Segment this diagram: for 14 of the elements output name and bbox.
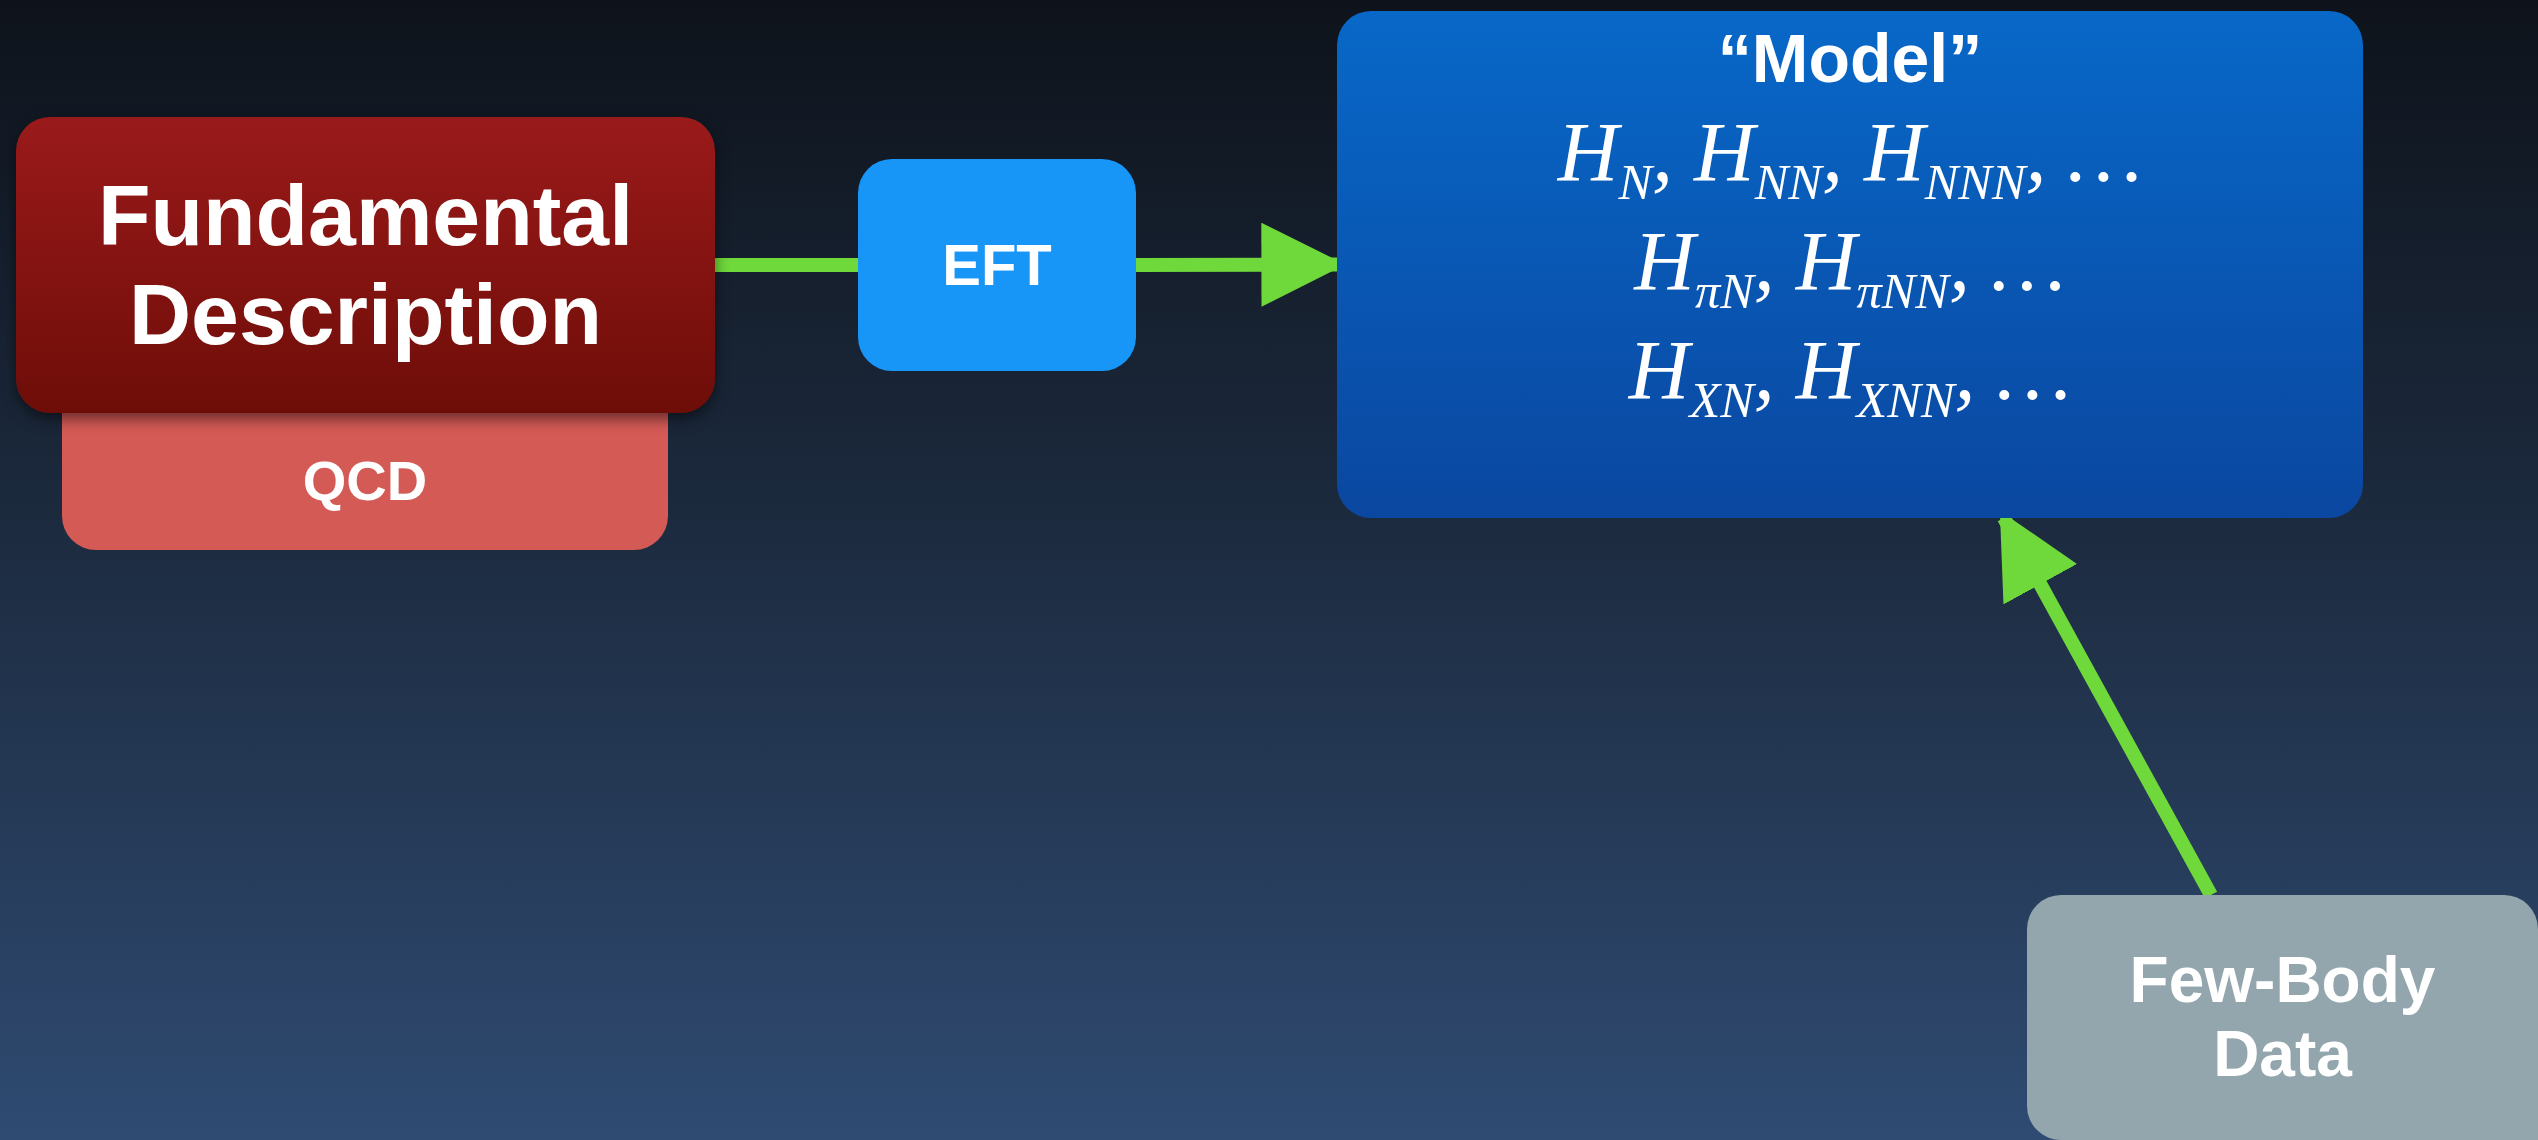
node-label: Fundamental Description: [96, 166, 635, 364]
node-label: QCD: [302, 449, 428, 514]
formula: H$_{N}$, H$_{NN}$, H$_{NNN}$, …: [1557, 105, 2143, 212]
node-label: “Model”: [1717, 19, 1983, 98]
description-box: [16, 117, 715, 413]
process-box: [858, 159, 1136, 371]
label-tab: [62, 413, 668, 550]
model-box: [1337, 11, 2363, 518]
node-label: Few-Body Data: [2128, 943, 2437, 1092]
formula: H$_{πN}$, H$_{πNN}$, …: [1634, 214, 2066, 321]
data-box: [2027, 895, 2538, 1140]
node-label: EFT: [942, 231, 1052, 299]
connector-line: [715, 258, 858, 272]
formula: H$_{XN}$, H$_{XNN}$, …: [1628, 323, 2072, 431]
